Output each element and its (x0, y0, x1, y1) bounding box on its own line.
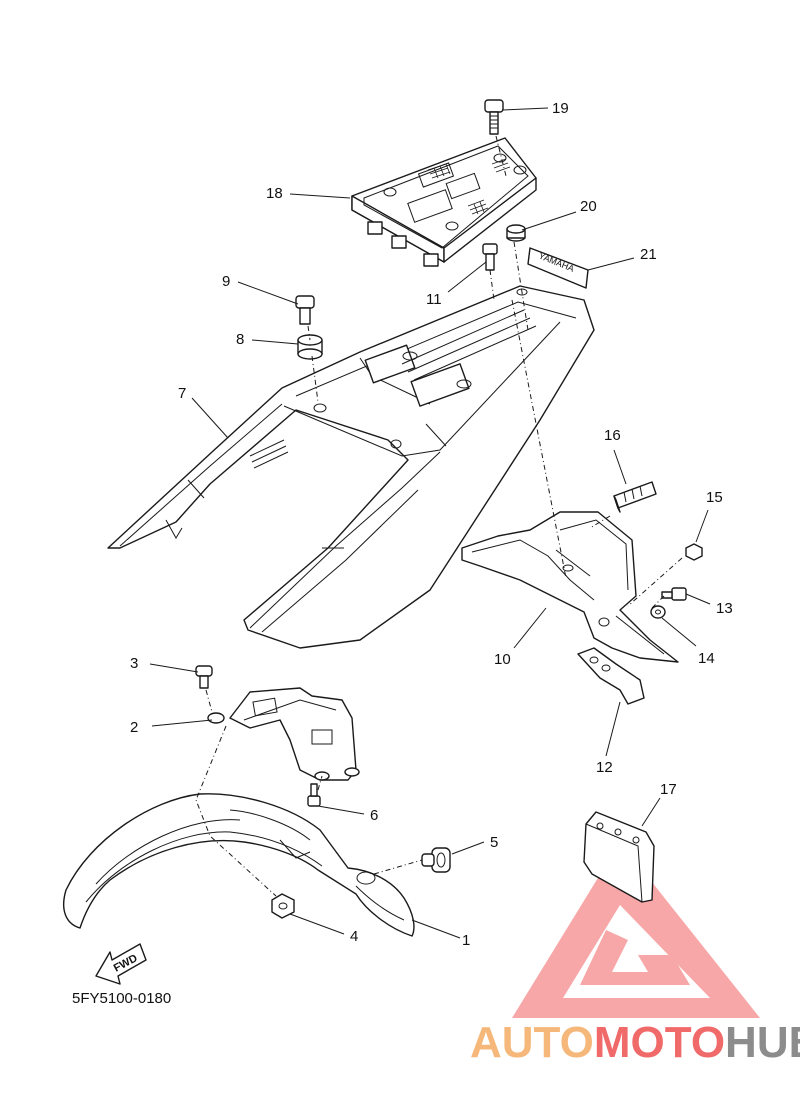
part-14-washer (650, 605, 666, 619)
callout-11: 11 (426, 291, 442, 308)
watermark-part-1: AUTO (470, 1018, 594, 1067)
part-2-bracket (207, 687, 360, 781)
callout-3: 3 (130, 655, 138, 672)
callout-7: 7 (178, 385, 186, 402)
callout-5: 5 (490, 834, 498, 851)
watermark-part-3: HUB (725, 1018, 800, 1067)
callout-8: 8 (236, 331, 244, 348)
watermark-wordmark: AUTOMOTOHUB (470, 1018, 800, 1068)
callout-12: 12 (596, 759, 613, 776)
callout-2: 2 (130, 719, 138, 736)
part-6-bolt (307, 783, 321, 807)
part-4-nut (271, 893, 295, 919)
callout-1: 1 (462, 932, 470, 949)
part-5-grommet (421, 847, 451, 873)
diagram-code: 5FY5100-0180 (72, 990, 171, 1007)
part-7-rear-cowl (107, 285, 595, 649)
watermark-logo (512, 842, 760, 1018)
alignment-lines (195, 135, 683, 897)
fwd-arrow: FWD (95, 943, 147, 985)
part-20-grommet (506, 224, 526, 242)
callout-14: 14 (698, 650, 715, 667)
part-17-plate (583, 811, 655, 903)
part-1-front-fender (62, 793, 415, 937)
part-18-carrier (351, 137, 537, 267)
callout-13: 13 (716, 600, 733, 617)
callout-20: 20 (580, 198, 597, 215)
callout-4: 4 (350, 928, 358, 945)
callout-19: 19 (552, 100, 569, 117)
callout-15: 15 (706, 489, 723, 506)
watermark-part-2: MOTO (593, 1018, 726, 1067)
callout-21: 21 (640, 246, 657, 263)
part-13-bolt (661, 587, 687, 601)
part-21-decal: YAMAHA (527, 247, 589, 289)
callout-18: 18 (266, 185, 283, 202)
part-12-bracket (577, 647, 645, 705)
part-19-bolt (484, 99, 504, 135)
part-11-bolt (482, 243, 498, 271)
callout-16: 16 (604, 427, 621, 444)
part-10-rear-fender (461, 511, 679, 663)
callout-labels: 1 2 3 4 5 6 7 8 9 10 11 12 13 14 15 16 1… (130, 100, 733, 949)
callout-17: 17 (660, 781, 677, 798)
part-3-screw (195, 665, 213, 689)
part-9-bolt (295, 295, 315, 325)
part-15-nut (685, 543, 703, 561)
leader-lines (149, 107, 711, 939)
part-16-reflector (613, 481, 657, 513)
callout-10: 10 (494, 651, 511, 668)
callout-6: 6 (370, 807, 378, 824)
callout-9: 9 (222, 273, 230, 290)
